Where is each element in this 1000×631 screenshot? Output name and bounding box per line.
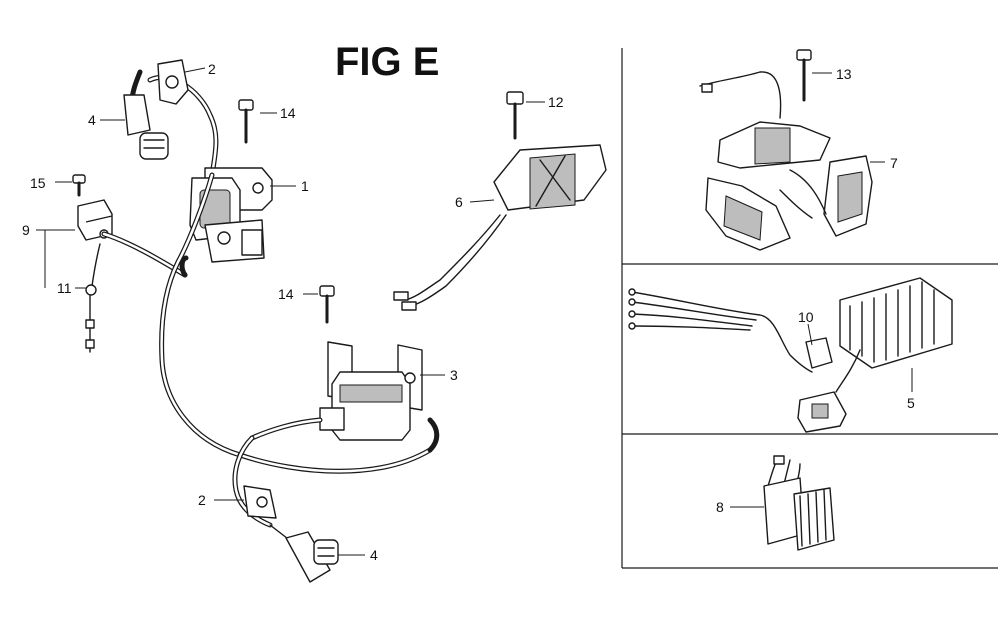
- bolt-14-mid-illustration: [319, 285, 335, 324]
- callout-12: 12: [548, 94, 564, 110]
- callout-10: 10: [798, 309, 814, 325]
- callout-labels: 2 4 14 15 1 9 11 14 3 2 4 6 12 13 7 10 5…: [22, 61, 915, 563]
- callout-13: 13: [836, 66, 852, 82]
- regulator-rectifier-illustration: [628, 277, 953, 433]
- callout-14-mid: 14: [278, 286, 294, 302]
- callout-6: 6: [455, 194, 463, 210]
- harness-wires: [159, 172, 440, 474]
- callout-1: 1: [301, 178, 309, 194]
- spark-plug-cap-top-illustration: [123, 59, 219, 178]
- callout-4-bottom: 4: [370, 547, 378, 563]
- panel-frames: [621, 48, 998, 569]
- bolt-14-top-illustration: [238, 99, 254, 144]
- callout-14-top: 14: [280, 105, 296, 121]
- bolt-12-illustration: [506, 91, 524, 140]
- ignition-coil-lower-illustration: [249, 341, 423, 441]
- stator-illustration: [699, 71, 873, 251]
- callout-8: 8: [716, 499, 724, 515]
- charge-coil-illustration: [393, 144, 607, 311]
- callout-11: 11: [57, 280, 72, 296]
- ignition-coil-illustration: [189, 167, 273, 263]
- callout-2-top: 2: [208, 61, 216, 77]
- callout-9: 9: [22, 222, 30, 238]
- callout-5: 5: [907, 395, 915, 411]
- bolt-13-illustration: [796, 49, 812, 102]
- callout-leaders: [36, 67, 913, 556]
- callout-3: 3: [450, 367, 458, 383]
- rectifier-illustration: [763, 455, 835, 551]
- stop-switch-illustration: [77, 199, 188, 353]
- figure-title: FIG E: [335, 40, 439, 84]
- callout-4-top: 4: [88, 112, 96, 128]
- callout-7: 7: [890, 155, 898, 171]
- callout-2-bottom: 2: [198, 492, 206, 508]
- callout-15: 15: [30, 175, 46, 191]
- screw-15-illustration: [72, 174, 86, 197]
- spark-plug-cap-bottom-illustration: [232, 435, 339, 583]
